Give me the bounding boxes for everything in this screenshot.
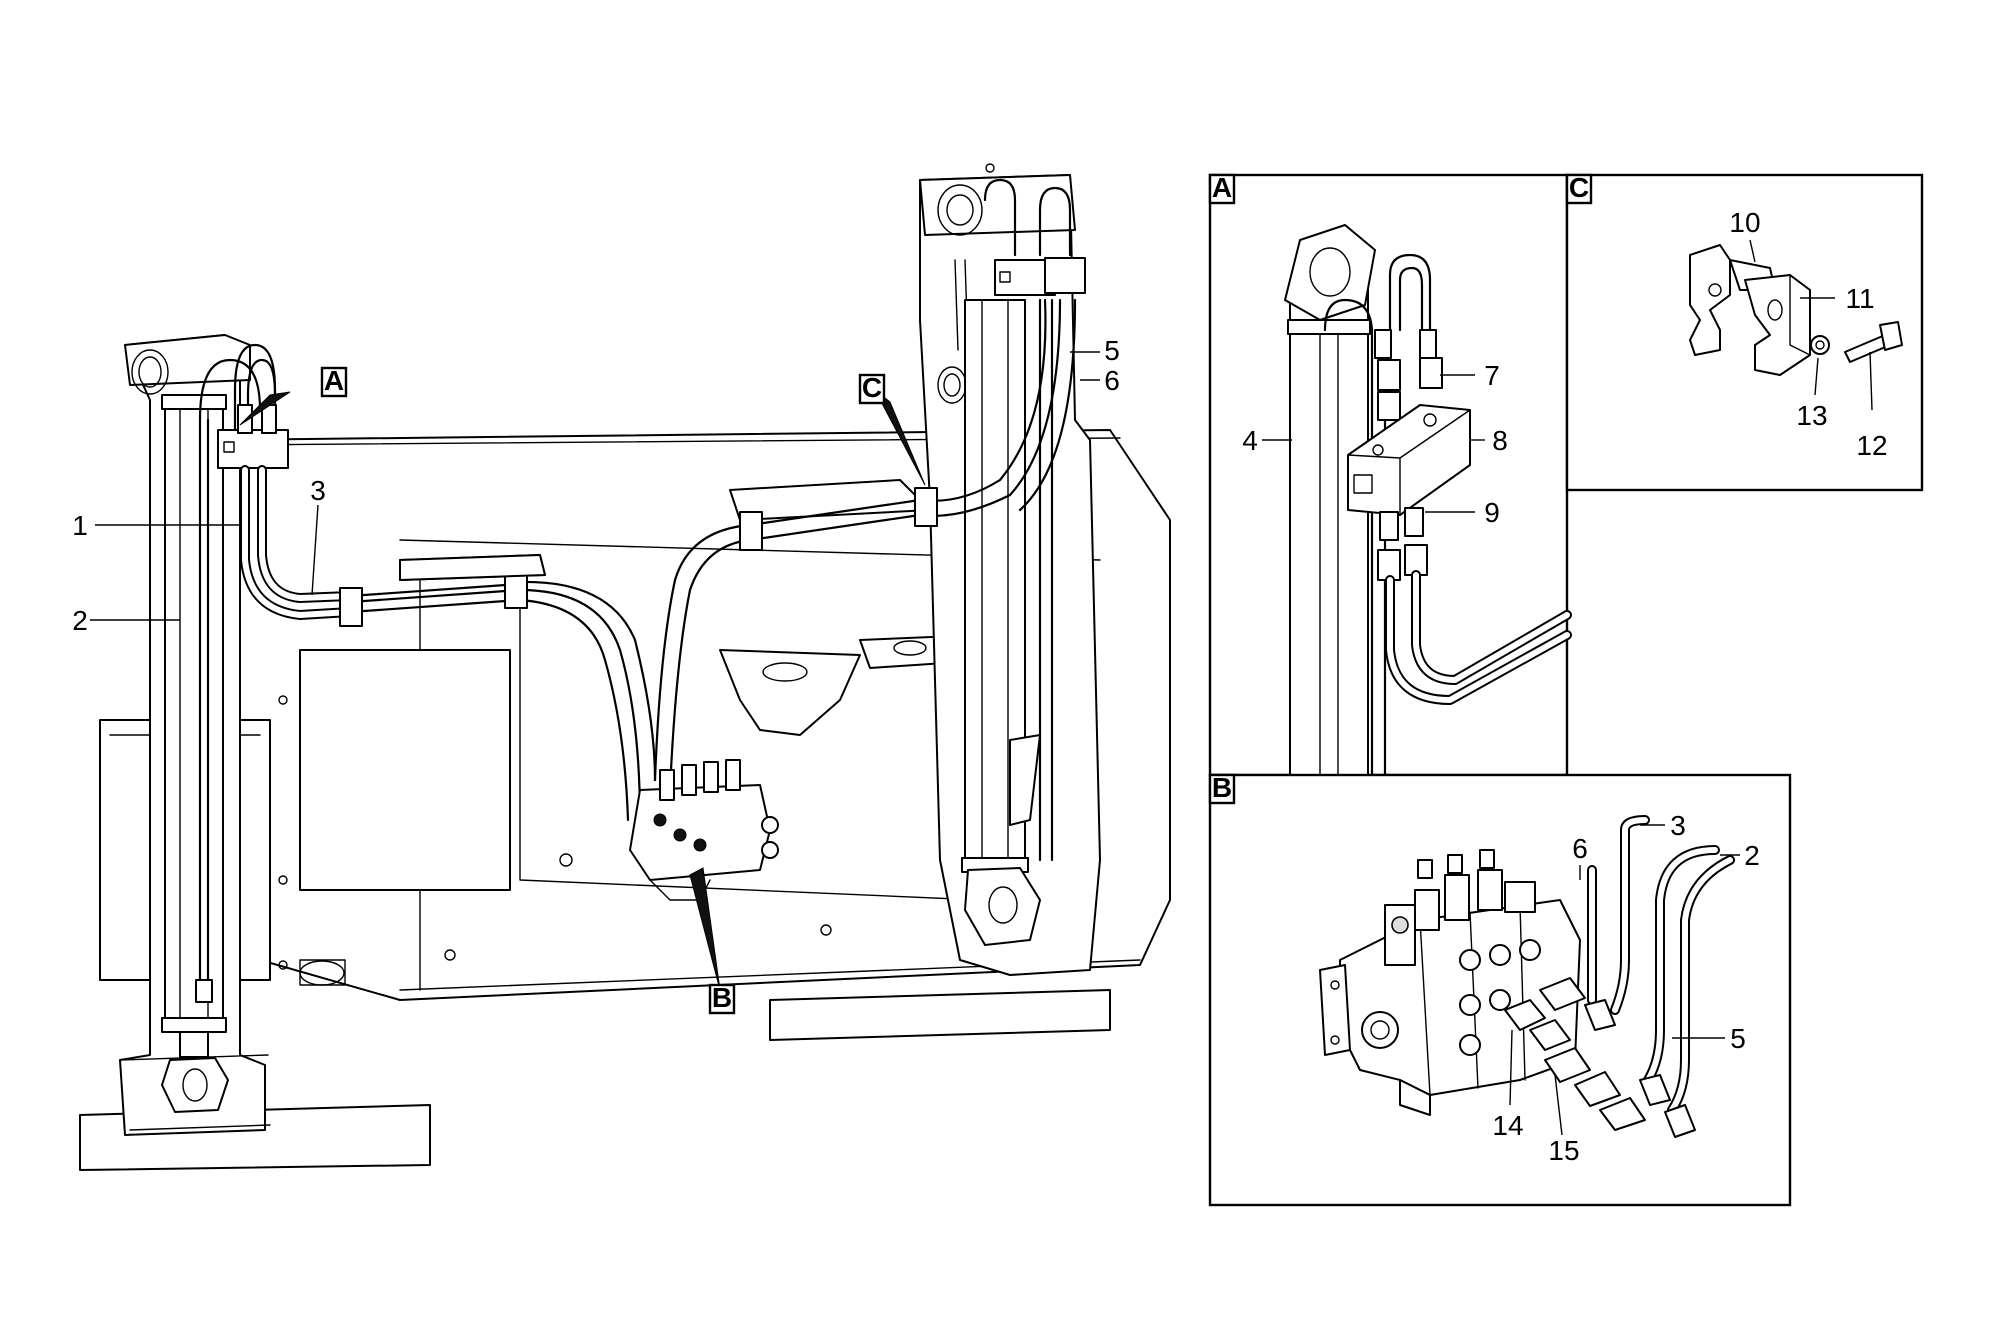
detail-a-label-8: 8 [1492,425,1508,456]
right-hydraulic-cylinder [961,178,1086,946]
main-control-valve [629,759,779,901]
callout-c-label: C [862,372,882,403]
detail-b-label-14: 14 [1492,1110,1523,1141]
detail-view-a: A [1208,172,1572,777]
detail-b-label-15: 15 [1548,1135,1579,1166]
detail-b-label-2: 2 [1744,840,1760,871]
main-leaders [90,351,1100,991]
detail-c-label-12: 12 [1856,430,1887,461]
detail-b-label-5: 5 [1730,1023,1746,1054]
left-hose-run [240,465,657,822]
detail-a-label-9: 9 [1484,497,1500,528]
label-5: 5 [1104,335,1120,366]
detail-b-label-3: 3 [1670,810,1686,841]
left-valve-block [217,343,289,469]
detail-c-label-11: 11 [1845,283,1874,314]
detail-view-c: C 10 11 13 12 [1565,172,1924,492]
callout-box-c: C [858,372,886,405]
detail-a-label-4: 4 [1242,425,1258,456]
detail-c-label-10: 10 [1729,207,1760,238]
hose-clamps [339,487,938,627]
detail-a-title: A [1212,172,1232,203]
detail-b-title: B [1212,772,1232,803]
label-2: 2 [72,605,88,636]
left-hydraulic-cylinder [161,358,262,1113]
detail-a-label-7: 7 [1484,360,1500,391]
detail-b-label-6: 6 [1572,833,1588,864]
label-3: 3 [310,475,326,506]
callout-box-a: A [320,365,348,398]
detail-c-title: C [1569,172,1589,203]
main-assembly-view: A C B 1 2 3 5 6 [72,163,1171,1171]
callout-a-label: A [324,365,344,396]
label-1: 1 [72,510,88,541]
callout-box-b: B [708,982,736,1015]
callout-b-label: B [712,982,732,1013]
detail-view-b: B [1208,772,1792,1207]
detail-c-label-13: 13 [1796,400,1827,431]
right-hose-run [653,298,1077,862]
label-6: 6 [1104,365,1120,396]
